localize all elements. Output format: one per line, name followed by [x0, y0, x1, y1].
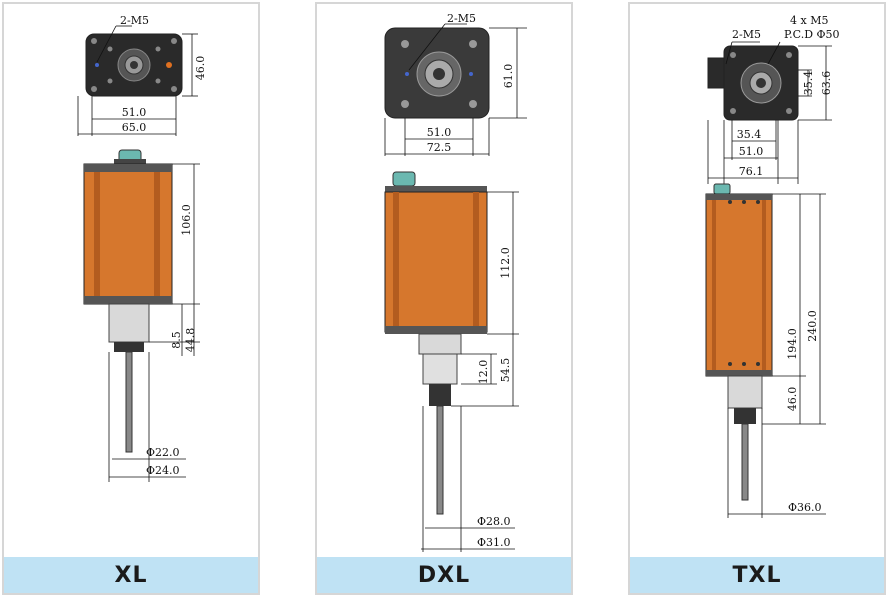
dxl-height-label: 61.0 — [502, 64, 515, 89]
txl-inner-width: 35.4 — [737, 128, 762, 141]
txl-hole-label-2a: 4 x M5 — [790, 14, 828, 27]
txl-side-view — [705, 183, 773, 501]
txl-label-bar: TXL — [630, 557, 884, 593]
dxl-side-view — [384, 171, 488, 515]
dxl-drawing: 2-M5 61.0 51.0 72.5 112.0 — [384, 12, 527, 552]
panel-dxl: 2-M5 61.0 51.0 72.5 112.0 — [315, 2, 573, 595]
txl-inner-height: 35.4 — [802, 71, 815, 96]
xl-inner-width: 51.0 — [122, 106, 147, 119]
dxl-outer-width: 72.5 — [427, 141, 452, 154]
xl-drawing: 2-M5 46.0 51.0 65.0 106.0 8.5 — [77, 14, 207, 482]
txl-lower-height: 46.0 — [786, 387, 799, 412]
txl-body-height: 194.0 — [786, 328, 799, 360]
txl-drawing: 4 x M5 P.C.D Φ50 2-M5 63.6 35.4 35.4 51.… — [705, 14, 840, 518]
xl-lower-height: 44.8 — [184, 328, 197, 353]
xl-diameter-2: Φ24.0 — [146, 464, 180, 477]
xl-label-bar: XL — [4, 557, 258, 593]
xl-diameter-1: Φ22.0 — [146, 446, 180, 459]
xl-model-name: XL — [114, 562, 148, 588]
panel-xl: 2-M5 46.0 51.0 65.0 106.0 8.5 — [2, 2, 260, 595]
dxl-top-view — [384, 27, 490, 119]
xl-outer-width: 65.0 — [122, 121, 147, 134]
txl-diameter-1: Φ36.0 — [788, 501, 822, 514]
dxl-body-height: 112.0 — [499, 247, 512, 279]
dxl-hole-label: 2-M5 — [447, 12, 476, 25]
dxl-inner-width: 51.0 — [427, 126, 452, 139]
txl-model-name: TXL — [732, 562, 782, 588]
txl-outer-width: 76.1 — [739, 165, 764, 178]
dxl-diameter-2: Φ31.0 — [477, 536, 511, 549]
panel-txl: 4 x M5 P.C.D Φ50 2-M5 63.6 35.4 35.4 51.… — [628, 2, 886, 595]
dxl-gap: 12.0 — [477, 360, 490, 385]
dxl-label-bar: DXL — [317, 557, 571, 593]
xl-side-view — [83, 149, 173, 453]
txl-hole-label: 2-M5 — [732, 28, 761, 41]
dxl-lower-height: 54.5 — [499, 358, 512, 383]
txl-mid-width: 51.0 — [739, 145, 764, 158]
txl-total-height: 63.6 — [820, 71, 833, 96]
xl-hole-label: 2-M5 — [120, 14, 149, 27]
txl-hole-label-2b: P.C.D Φ50 — [784, 28, 840, 41]
xl-top-view — [85, 33, 183, 97]
dxl-model-name: DXL — [417, 562, 471, 588]
xl-height-label: 46.0 — [194, 56, 207, 81]
txl-total-length: 240.0 — [806, 310, 819, 342]
txl-top-view — [707, 45, 799, 121]
xl-gap: 8.5 — [170, 331, 183, 349]
xl-body-height: 106.0 — [180, 204, 193, 236]
dxl-diameter-1: Φ28.0 — [477, 515, 511, 528]
